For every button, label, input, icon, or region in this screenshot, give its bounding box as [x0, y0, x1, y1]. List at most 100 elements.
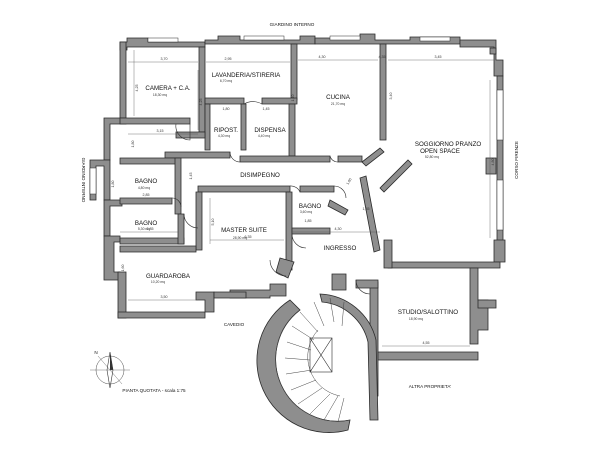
wall-corner-tr — [459, 39, 504, 77]
wall-bagno3-right — [327, 199, 349, 216]
wall-dis-bottom2 — [299, 185, 335, 193]
dim-5-10: 5,10 — [211, 219, 215, 226]
dim-1-60-b: 1,60 — [121, 265, 125, 272]
room-labels: CAMERA + C.A. 18,30 mq LAVANDERIA/STIRER… — [135, 72, 482, 321]
wall-bagno1-top — [119, 157, 181, 165]
room-dispensa-name: DISPENSA — [254, 127, 286, 134]
room-bagno3-name: BAGNO — [299, 203, 322, 210]
dim-4-35: 4,35 — [379, 55, 386, 59]
wall-diag-2 — [379, 159, 413, 193]
wall-bagno2-bottom — [119, 237, 185, 245]
wall-dis-top-c — [337, 155, 363, 163]
dim-1-45: 1,45 — [263, 107, 270, 111]
wall-disp-right — [288, 103, 296, 157]
doors — [171, 101, 371, 295]
dim-3-70: 3,70 — [161, 57, 168, 61]
dim-4-25-b: 4,25 — [199, 99, 203, 106]
dim-3-40: 3,40 — [389, 93, 393, 100]
wall-studio-top — [387, 261, 501, 269]
label-street-right: CORSO FIRENZE — [514, 141, 519, 179]
room-ripost-name: RIPOST. — [214, 127, 238, 134]
room-studio-name: STUDIO/SALOTTINO — [398, 309, 458, 316]
room-master-area: 28,90 mq — [233, 236, 247, 240]
column-soggiorno — [485, 157, 497, 175]
column-tr — [489, 47, 497, 55]
room-guardaroba-area: 10,20 mq — [151, 280, 165, 284]
dim-2-95: 2,95 — [225, 57, 232, 61]
room-lavanderia-name: LAVANDERIA/STIRERIA — [212, 72, 281, 79]
wall-dis-top-b — [239, 155, 331, 163]
wall-diag-3 — [359, 175, 381, 253]
dim-1-40: 1,40 — [291, 95, 295, 102]
dim-1-80-b: 1,80 — [111, 181, 115, 188]
label-cavedio: CAVEDIO — [224, 322, 245, 327]
interior-walls — [119, 43, 501, 397]
wall-ripost-disp — [240, 103, 247, 151]
wall-master-left — [195, 191, 203, 251]
room-bagno2-name: BAGNO — [135, 220, 158, 227]
room-cucina-name: CUCINA — [326, 94, 351, 101]
wall-right-bottom — [493, 239, 506, 263]
room-camera-name: CAMERA + C.A. — [145, 85, 190, 92]
wall-ingresso-left — [275, 257, 295, 279]
stair-well — [309, 337, 333, 373]
dim-3-15: 3,15 — [157, 129, 164, 133]
label-garden-top: GIARDINO INTERNO — [270, 22, 315, 27]
wall-diag-1 — [361, 147, 385, 167]
wall-camera-bottom — [119, 117, 191, 125]
staircase — [256, 293, 379, 433]
dim-3-50: 3,50 — [161, 295, 168, 299]
dim-4-55: 4,55 — [423, 341, 430, 345]
wall-master-right — [285, 191, 293, 271]
wall-bagno1-right — [174, 157, 182, 215]
wall-guardaroba-corner — [195, 291, 215, 313]
room-studio-area: 18,90 mq — [409, 317, 423, 321]
room-cucina-area: 21,70 mq — [331, 102, 345, 106]
room-ingresso-name: INGRESSO — [324, 245, 357, 252]
room-camera-area: 18,30 mq — [153, 93, 167, 97]
room-bagno1-name: BAGNO — [135, 178, 158, 185]
wall-lav-bottom — [204, 97, 245, 105]
stair-right-wall — [319, 293, 379, 421]
dim-6-35: 6,35 — [245, 235, 252, 239]
label-other-property: ALTRA PROPRIETA' — [409, 384, 452, 389]
wall-bagno2-right — [177, 213, 185, 245]
dimension-lines — [120, 50, 494, 347]
wall-camera-lav — [198, 46, 206, 133]
dim-4-80: 4,80 — [491, 159, 495, 166]
wall-studio-bottom2 — [477, 299, 497, 309]
wall-bagno1-bottom — [119, 197, 173, 205]
north-arrow-fill — [110, 352, 113, 370]
room-disimpegno-name: DISIMPEGNO — [240, 172, 280, 179]
wall-lav-cucina — [290, 43, 298, 101]
stair-outer-wall — [256, 299, 351, 433]
room-guardaroba-name: GUARDAROBA — [146, 273, 191, 280]
context-labels: GIARDINO INTERNO GIARDINO INTERNO CORSO … — [81, 22, 519, 393]
north-arrow: N — [90, 350, 130, 389]
dim-3-45: 3,45 — [435, 55, 442, 59]
wall-bagno3-bottom — [291, 227, 331, 235]
windows — [89, 35, 504, 231]
wall-master-bottom — [213, 291, 247, 299]
room-ripost-area: 4,30 mq — [218, 134, 230, 138]
wall-dis-bottom — [197, 185, 291, 193]
wall-ripost-left — [204, 103, 211, 151]
label-caption: PIANTA QUOTATA - scala 1:75 — [122, 388, 186, 393]
dim-1-80-c: 1,80 — [131, 141, 135, 148]
room-lavanderia-area: 6,70 mq — [220, 79, 232, 83]
room-soggiorno-name2: OPEN SPACE — [420, 148, 460, 155]
room-soggiorno-name1: SOGGIORNO PRANZO — [415, 141, 482, 148]
label-garden-left: GIARDINO INTERNO — [81, 158, 86, 203]
wall-studio-topleft — [383, 239, 393, 269]
wall-left-bottom — [117, 271, 127, 319]
dim-1-45-b: 1,45 — [189, 173, 193, 180]
wall-guard-top — [119, 245, 197, 253]
wall-studio-leftTop — [355, 279, 379, 289]
wall-ingresso-col — [331, 273, 347, 291]
dim-4-25-a: 4,25 — [135, 85, 139, 92]
wall-left-top — [119, 41, 127, 121]
room-bagno3-area: 3,60 mq — [300, 210, 312, 214]
dim-1-80: 1,80 — [223, 107, 230, 111]
dim-1-60: 1,60 — [346, 177, 353, 185]
